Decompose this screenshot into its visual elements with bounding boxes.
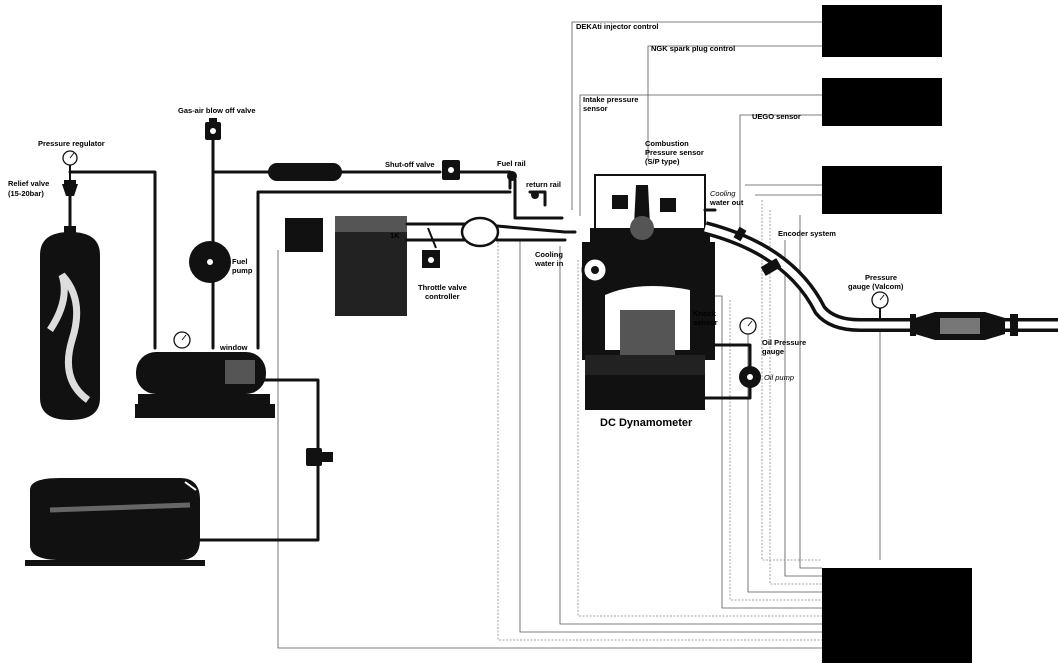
device-boxes xyxy=(822,5,972,663)
relief-valve-icon xyxy=(62,180,78,196)
label-relief-valve-bar: (15-20bar) xyxy=(8,189,44,198)
label-encoder-system: Encoder system xyxy=(778,229,836,238)
engine-icon xyxy=(581,174,715,410)
label-cooling-water-out-2: water out xyxy=(709,198,744,207)
label-relief-valve: Relief valve xyxy=(8,179,49,188)
shut-off-valve-icon xyxy=(442,160,460,180)
knock-sensor-icon xyxy=(700,296,710,306)
fuel-rail-valve-icon xyxy=(507,171,539,199)
label-blow-off-valve: Gas-air blow off valve xyxy=(178,106,256,115)
label-combustion-pressure: Combustion xyxy=(645,139,689,148)
air-flow-meter-icon xyxy=(335,216,407,316)
label-oil-pressure-gauge: Oil Pressure xyxy=(762,338,806,347)
label-dc-dynamometer: DC Dynamometer xyxy=(600,417,693,429)
encoder-icon xyxy=(760,258,782,276)
exhaust-pressure-gauge-icon xyxy=(871,291,889,318)
label-pressure-gauge: Pressure xyxy=(865,273,897,282)
spark-controller-box xyxy=(822,78,942,126)
label-knock-sensor-2: sensor xyxy=(693,318,718,327)
return-line-valve-icon xyxy=(306,448,333,466)
label-fuel-pump-2: pump xyxy=(232,266,253,275)
compressor-icon xyxy=(25,478,205,566)
gas-cylinder-icon xyxy=(40,226,100,420)
label-return-rail: return rail xyxy=(526,180,561,189)
blow-off-valve-icon xyxy=(205,118,221,140)
label-cooling-water-out: Cooling xyxy=(710,189,736,198)
oil-pump-icon xyxy=(739,366,761,388)
fuel-filter-icon xyxy=(268,163,342,181)
uego-sensor-icon xyxy=(733,226,747,242)
data-acquisition-box xyxy=(822,568,972,663)
label-cooling-water-in: Cooling xyxy=(535,250,563,259)
fuel-pump-icon xyxy=(189,241,231,283)
label-ngk-spark-plug-control: NGK spark plug control xyxy=(651,44,735,53)
label-fuel-rail: Fuel rail xyxy=(497,159,526,168)
label-window: window xyxy=(219,343,248,352)
cooling-water-lines xyxy=(563,208,717,234)
label-uego-sensor: UEGO sensor xyxy=(752,112,801,121)
air-intake xyxy=(285,216,567,316)
label-cooling-water-in-2: water in xyxy=(534,259,564,268)
label-pressure-regulator: Pressure regulator xyxy=(38,139,105,148)
buffer-tank-icon xyxy=(135,331,275,418)
signal-wiring xyxy=(277,21,881,649)
label-throttle-valve: Throttle valve xyxy=(418,283,467,292)
label-intake-pressure-2: sensor xyxy=(583,104,608,113)
label-throttle-controller: controller xyxy=(425,292,460,301)
diagram-labels: Pressure regulator Relief valve (15-20ba… xyxy=(8,22,904,429)
exhaust-line xyxy=(703,221,1058,340)
injector-controller-box xyxy=(822,5,942,57)
oil-circuit xyxy=(703,317,761,400)
label-oil-pump: Oil pump xyxy=(764,373,794,382)
uego-analyzer-box xyxy=(822,166,942,214)
label-tank-1k: 1K xyxy=(390,231,400,240)
catalyst-icon xyxy=(915,312,1005,340)
label-intake-pressure: Intake pressure xyxy=(583,95,638,104)
label-dekati-injector-control: DEKAti injector control xyxy=(576,22,659,31)
label-knock-sensor: Knock xyxy=(693,309,717,318)
throttle-valve-icon xyxy=(422,227,440,268)
label-oil-pressure-gauge-2: gauge xyxy=(762,347,784,356)
label-combustion-pressure-3: (S/P type) xyxy=(645,157,680,166)
label-fuel-pump: Fuel xyxy=(232,257,247,266)
label-pressure-gauge-2: gauge (Valcom) xyxy=(848,282,904,291)
label-shut-off-valve: Shut-off valve xyxy=(385,160,435,169)
pressure-regulator-gauge-icon xyxy=(62,150,78,180)
intake-heater-block xyxy=(285,218,323,252)
label-combustion-pressure-2: Pressure sensor xyxy=(645,148,704,157)
